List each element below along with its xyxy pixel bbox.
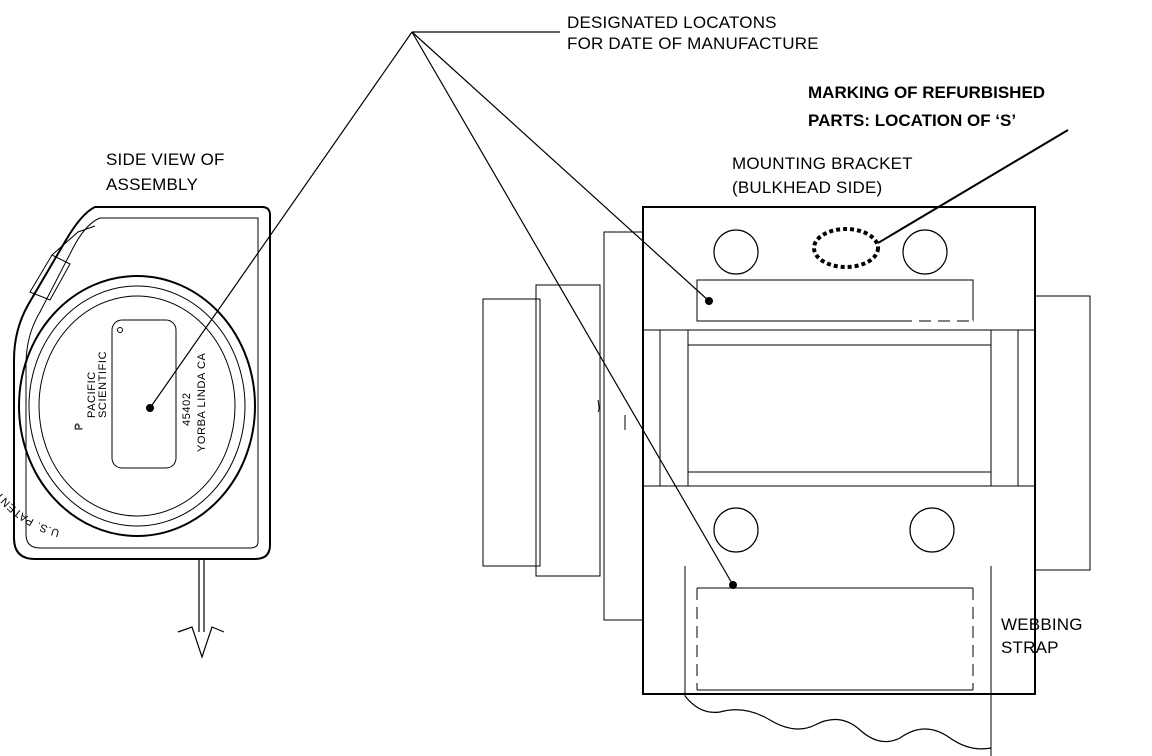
refurbished-label-line2: PARTS: LOCATION OF ‘S’: [808, 111, 1016, 130]
mounting-hole-bottom-left: [713, 507, 759, 553]
left-reel-cap: [482, 298, 541, 567]
refurb-leader: [877, 129, 1069, 244]
bracket-body: [642, 206, 1036, 695]
leader-to-webbing-label-area: [411, 31, 734, 586]
city-engraving: YORBA LINDA CA: [196, 352, 208, 452]
side-view-label-line2: ASSEMBLY: [106, 175, 198, 194]
label-disc-inner: [38, 295, 236, 517]
strap-break-line: [684, 695, 992, 750]
mounting-hole-bottom-right: [909, 507, 955, 553]
left-spool: [535, 284, 601, 577]
housing-tab: [29, 254, 71, 301]
brand-line2: SCIENTIFIC: [97, 351, 109, 418]
mounting-bracket-label: MOUNTING BRACKET (BULKHEAD SIDE): [732, 154, 913, 197]
bracket-label-line2: (BULKHEAD SIDE): [732, 178, 882, 197]
zip-engraving: 45402: [181, 392, 193, 426]
refurbished-marking-label: MARKING OF REFURBISHED PARTS: LOCATION O…: [808, 83, 1045, 130]
webbing-label-line2: STRAP: [1001, 638, 1059, 657]
patent-engraving: U.S. PATENT NO. 5,312,066: [0, 414, 61, 538]
mounting-hole-top-left: [713, 229, 759, 275]
side-view-label-line1: SIDE VIEW OF: [106, 150, 225, 169]
date-label-window: [111, 319, 177, 469]
bracket-date-label-frame: [696, 279, 974, 322]
side-view-date-marker: [146, 404, 154, 412]
webbing-strap-label: WEBBING STRAP: [1001, 615, 1083, 657]
registered-mark: [117, 327, 123, 333]
housing-top-ridge: [51, 225, 96, 256]
retractor-housing: [13, 206, 271, 560]
housing-inner-edge: [25, 217, 259, 549]
side-view-assembly: U.S. PATENT NO. 5,312,066 YORBA LINDA CA…: [0, 206, 271, 659]
label-disc-outer: [18, 275, 256, 537]
refurbished-label-line1: MARKING OF REFURBISHED: [808, 83, 1045, 102]
designated-label-line2: FOR DATE OF MANUFACTURE: [567, 34, 819, 53]
left-side-plate: [603, 231, 644, 621]
strap-date-marker: [729, 581, 737, 589]
brand-logo-mark: P: [74, 423, 85, 430]
bracket-date-marker: [705, 297, 713, 305]
brand-line1: PACIFIC: [86, 371, 98, 418]
designated-label-line1: DESIGNATED LOCATONS: [567, 13, 777, 32]
label-disc-ring: [28, 285, 246, 527]
webbing-label-line1: WEBBING: [1001, 615, 1083, 634]
designated-locations-label: DESIGNATED LOCATONS FOR DATE OF MANUFACT…: [567, 13, 819, 53]
side-view-label: SIDE VIEW OF ASSEMBLY: [106, 150, 225, 194]
right-reel-cap: [1034, 295, 1091, 571]
left-spool-notch: [597, 399, 600, 413]
strap-break: [177, 626, 225, 659]
refurbished-s-location: [812, 227, 880, 269]
leader-to-bracket-label-area: [411, 31, 710, 302]
patent-engraving-text: U.S. PATENT NO. 5,312,066: [0, 414, 60, 538]
leader-to-side-view: [149, 31, 413, 409]
webbing-strap: [684, 566, 992, 756]
mounting-bracket-view: [482, 206, 1091, 695]
bracket-label-line1: MOUNTING BRACKET: [732, 154, 913, 173]
leader-lines: [149, 31, 1069, 586]
mounting-hole-top-right: [902, 229, 948, 275]
